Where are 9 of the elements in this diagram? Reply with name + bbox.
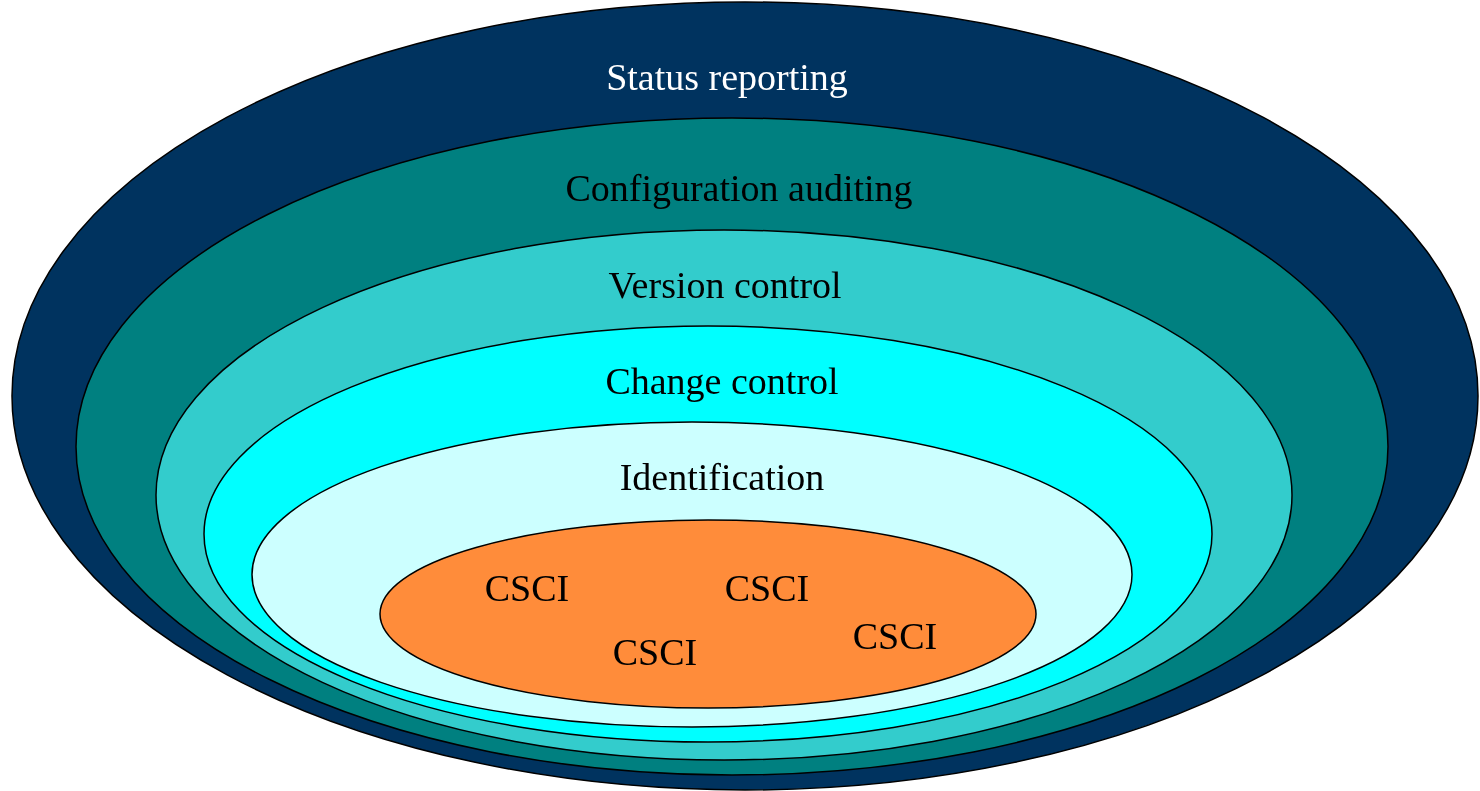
item-label: CSCI — [484, 566, 570, 610]
layer-title: Version control — [608, 263, 842, 307]
item-label: CSCI — [612, 630, 698, 674]
layer-title: Status reporting — [606, 55, 848, 99]
layer-title: Change control — [605, 359, 839, 403]
item-label: CSCI — [724, 566, 810, 610]
layer-title: Configuration auditing — [565, 166, 913, 210]
layer-title: Identification — [619, 455, 825, 499]
item-label: CSCI — [852, 614, 938, 658]
